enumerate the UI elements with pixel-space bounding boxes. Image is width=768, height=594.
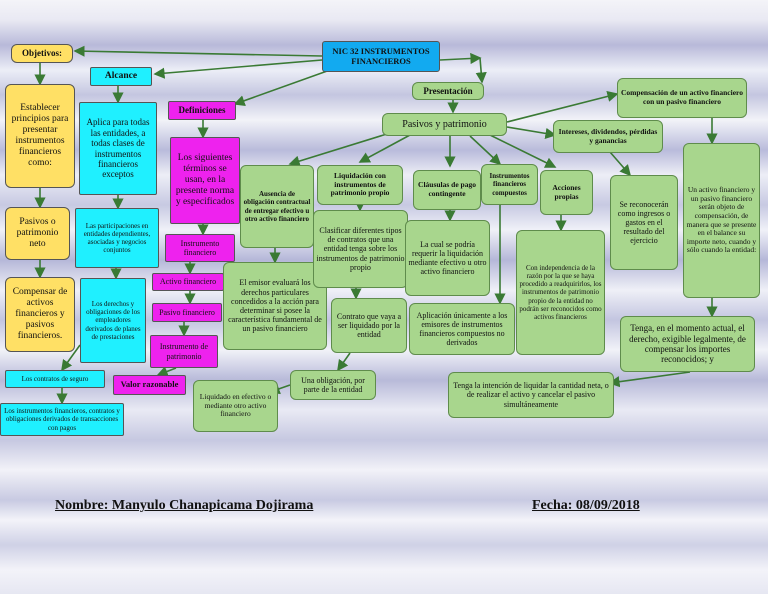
nombre-text: Nombre: Manyulo Chanapicama Dojirama	[55, 498, 314, 513]
fecha-text: Fecha: 08/09/2018	[532, 498, 640, 513]
liquidacion-node: Liquidación con instrumentos de patrimon…	[317, 165, 403, 205]
definicion-activo-node: Activo financiero	[152, 273, 224, 291]
objetivo-3-node: Compensar de activos financieros y pasiv…	[5, 277, 75, 352]
acciones-node: Acciones propias	[540, 170, 593, 215]
aplicacion-node: Aplicación únicamente a los emisores de …	[409, 303, 515, 355]
pasivos-patrimonio-node: Pasivos y patrimonio	[382, 113, 507, 136]
objetivo-1-node: Establecer principios para presentar ins…	[5, 84, 75, 188]
compensacion-node: Compensación de un activo financiero con…	[617, 78, 747, 118]
definicion-pasivo-node: Pasivo financiero	[152, 303, 222, 322]
alcance-1-node: Aplica para todas las entidades, a todas…	[79, 102, 157, 195]
presentacion-node: Presentación	[412, 82, 484, 100]
title-node: NIC 32 INSTRUMENTOS FINANCIEROS	[322, 41, 440, 72]
liquidado-node: Liquidado en efectivo o mediante otro ac…	[193, 380, 278, 432]
definicion-1-node: Los siguientes términos se usan, en la p…	[170, 137, 240, 224]
definicion-instrumento-node: Instrumento financiero	[165, 234, 235, 262]
compuestos-node: Instrumentos financieros compuestos	[481, 164, 538, 205]
ausencia-node: Ausencia de obligación contractual de en…	[240, 165, 314, 248]
objetivos-node: Objetivos:	[11, 44, 73, 63]
definiciones-node: Definiciones	[168, 101, 236, 120]
intereses-node: Intereses, dividendos, pérdidas y gananc…	[553, 120, 663, 153]
alcance-4-node: Los contratos de seguro	[5, 370, 105, 388]
alcance-5-node: Los instrumentos financieros, contratos …	[0, 403, 124, 436]
cual-node: La cual se podría requerir la liquidació…	[405, 220, 490, 296]
alcance-3-node: Los derechos y obligaciones de los emple…	[80, 278, 146, 363]
reconoceran-node: Se reconocerán como ingresos o gastos en…	[610, 175, 678, 270]
objetivo-2-node: Pasivos o patrimonio neto	[5, 207, 70, 260]
tenga-1-node: Tenga, en el momento actual, el derecho,…	[620, 316, 755, 372]
clausulas-node: Cláusulas de pago contingente	[413, 170, 481, 210]
un-activo-node: Un activo financiero y un pasivo financi…	[683, 143, 760, 298]
alcance-node: Alcance	[90, 67, 152, 86]
definicion-patrimonio-node: Instrumento de patrimonio	[150, 335, 218, 368]
independencia-node: Con independencia de la razón por la que…	[516, 230, 605, 355]
obligacion-node: Una obligación, por parte de la entidad	[290, 370, 376, 400]
emisor-node: El emisor evaluará los derechos particul…	[223, 262, 327, 350]
tenga-2-node: Tenga la intención de liquidar la cantid…	[448, 372, 614, 418]
definicion-valor-node: Valor razonable	[113, 375, 186, 395]
contrato-node: Contrato que vaya a ser liquidado por la…	[331, 298, 407, 353]
clasificar-node: Clasificar diferentes tipos de contratos…	[313, 210, 408, 288]
alcance-2-node: Las participaciones en entidades dependi…	[75, 208, 159, 268]
